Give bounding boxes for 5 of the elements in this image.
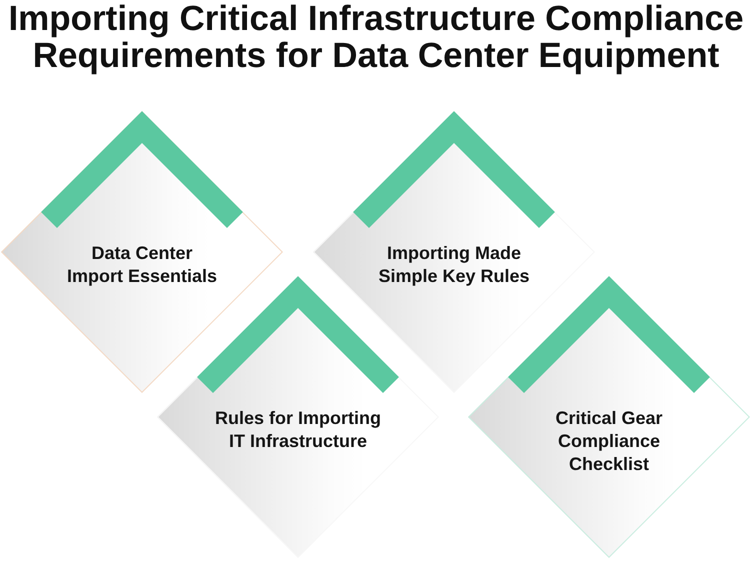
card-title: Rules for Importing IT Infrastructure <box>214 407 382 453</box>
diagram-title: Importing Critical Infrastructure Compliance Requirements for Data Center Equipment <box>7 0 745 74</box>
card-title: Data Center Import Essentials <box>66 242 218 288</box>
card-title: Critical Gear Compliance Checklist <box>554 407 664 476</box>
card-title: Importing Made Simple Key Rules <box>377 242 531 288</box>
